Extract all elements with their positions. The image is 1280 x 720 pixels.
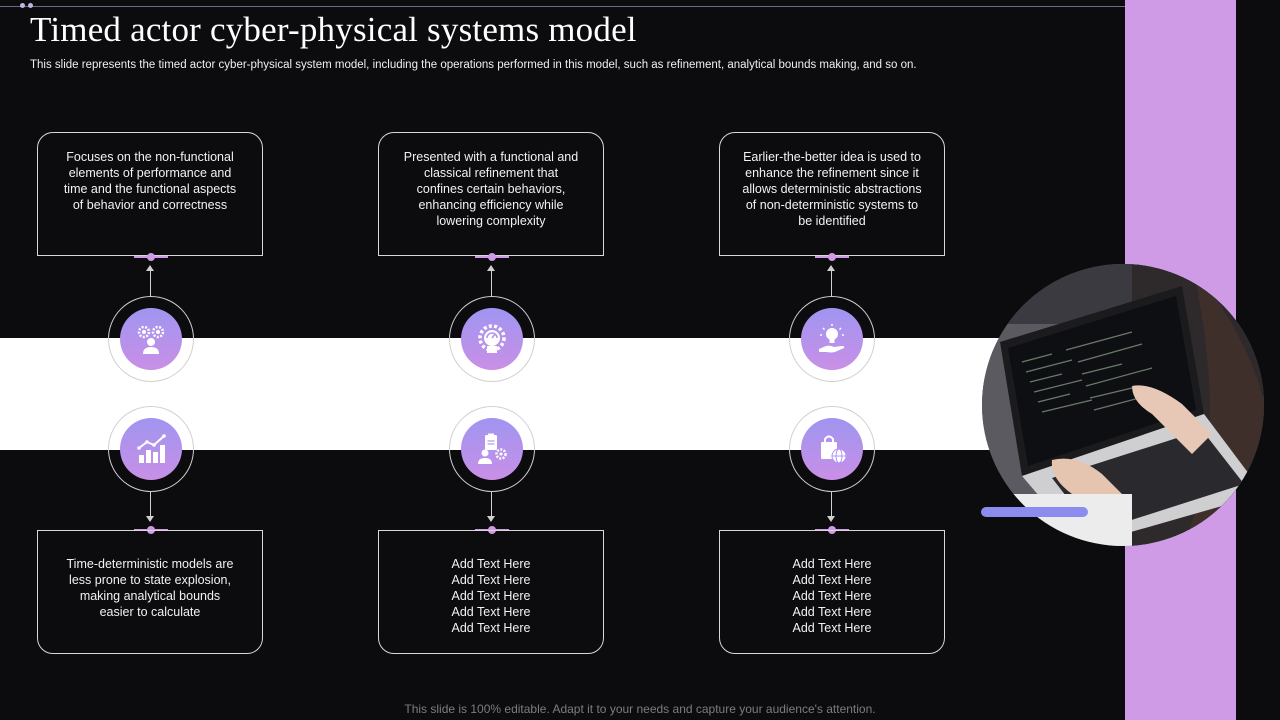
lightbulb-hand-icon <box>801 308 863 370</box>
text-line: Earlier-the-better idea is used to <box>743 150 921 164</box>
connector-line <box>831 492 832 518</box>
text-line: less prone to state explosion, <box>69 573 231 587</box>
icon-ring <box>789 406 875 492</box>
icon-ring <box>108 296 194 382</box>
arrow-down <box>146 516 154 522</box>
bottom-text-box-1: Time-deterministic models are less prone… <box>37 530 263 654</box>
text-line: enhancing efficiency while <box>418 198 564 212</box>
text-line: of behavior and correctness <box>72 198 228 212</box>
text-line: Add Text Here <box>451 557 531 571</box>
top-divider-line <box>0 6 1125 7</box>
text-line: elements of performance and <box>68 166 232 180</box>
text-line: lowering complexity <box>436 214 546 228</box>
arrow-up <box>487 265 495 271</box>
connector-line <box>831 270 832 296</box>
text-line: Focuses on the non-functional <box>66 150 234 164</box>
text-line: time and the functional aspects <box>63 182 237 196</box>
icon-ring <box>449 406 535 492</box>
text-line: Add Text Here <box>792 605 872 619</box>
connector-line <box>150 492 151 518</box>
accent-bar <box>981 507 1088 517</box>
arrow-up <box>827 265 835 271</box>
text-line: Add Text Here <box>451 605 531 619</box>
text-line: making analytical bounds <box>79 589 221 603</box>
slide-subtitle: This slide represents the timed actor cy… <box>30 59 917 71</box>
text-line: easier to calculate <box>99 605 201 619</box>
arrow-down <box>827 516 835 522</box>
icon-ring <box>789 296 875 382</box>
slide-footer: This slide is 100% editable. Adapt it to… <box>404 702 876 716</box>
bottom-text-box-2: Add Text Here Add Text Here Add Text Her… <box>378 530 604 654</box>
arrow-down <box>487 516 495 522</box>
text-line: Presented with a functional and <box>403 150 579 164</box>
icon-ring <box>449 296 535 382</box>
text-line: Add Text Here <box>451 589 531 603</box>
top-dots-decoration <box>20 3 38 9</box>
connector-line <box>491 270 492 296</box>
top-text-box-2: Presented with a functional and classica… <box>378 132 604 256</box>
slide-title: Timed actor cyber-physical systems model <box>30 10 637 49</box>
text-line: enhance the refinement since it <box>745 166 919 180</box>
text-line: Time-deterministic models are <box>66 557 234 571</box>
connector-dot <box>488 253 496 261</box>
person-gears-icon <box>120 308 182 370</box>
text-line: classical refinement that <box>423 166 559 180</box>
text-line: Add Text Here <box>792 573 872 587</box>
text-line: Add Text Here <box>792 557 872 571</box>
connector-dot <box>147 253 155 261</box>
text-line: allows deterministic abstractions <box>742 182 922 196</box>
text-line: Add Text Here <box>792 589 872 603</box>
top-text-box-1: Focuses on the non-functional elements o… <box>37 132 263 256</box>
connector-dot <box>828 253 836 261</box>
bottom-text-box-3: Add Text Here Add Text Here Add Text Her… <box>719 530 945 654</box>
text-line: Add Text Here <box>451 573 531 587</box>
text-line: Add Text Here <box>451 621 531 635</box>
arrow-up <box>146 265 154 271</box>
text-line: be identified <box>798 214 866 228</box>
laptop-photo <box>982 264 1264 546</box>
top-text-box-3: Earlier-the-better idea is used to enhan… <box>719 132 945 256</box>
text-line: Add Text Here <box>792 621 872 635</box>
text-line: of non-deterministic systems to <box>745 198 919 212</box>
text-line: confines certain behaviors, <box>416 182 566 196</box>
gear-speedometer-icon <box>461 308 523 370</box>
connector-line <box>150 270 151 296</box>
connector-line <box>491 492 492 518</box>
icon-ring <box>108 406 194 492</box>
